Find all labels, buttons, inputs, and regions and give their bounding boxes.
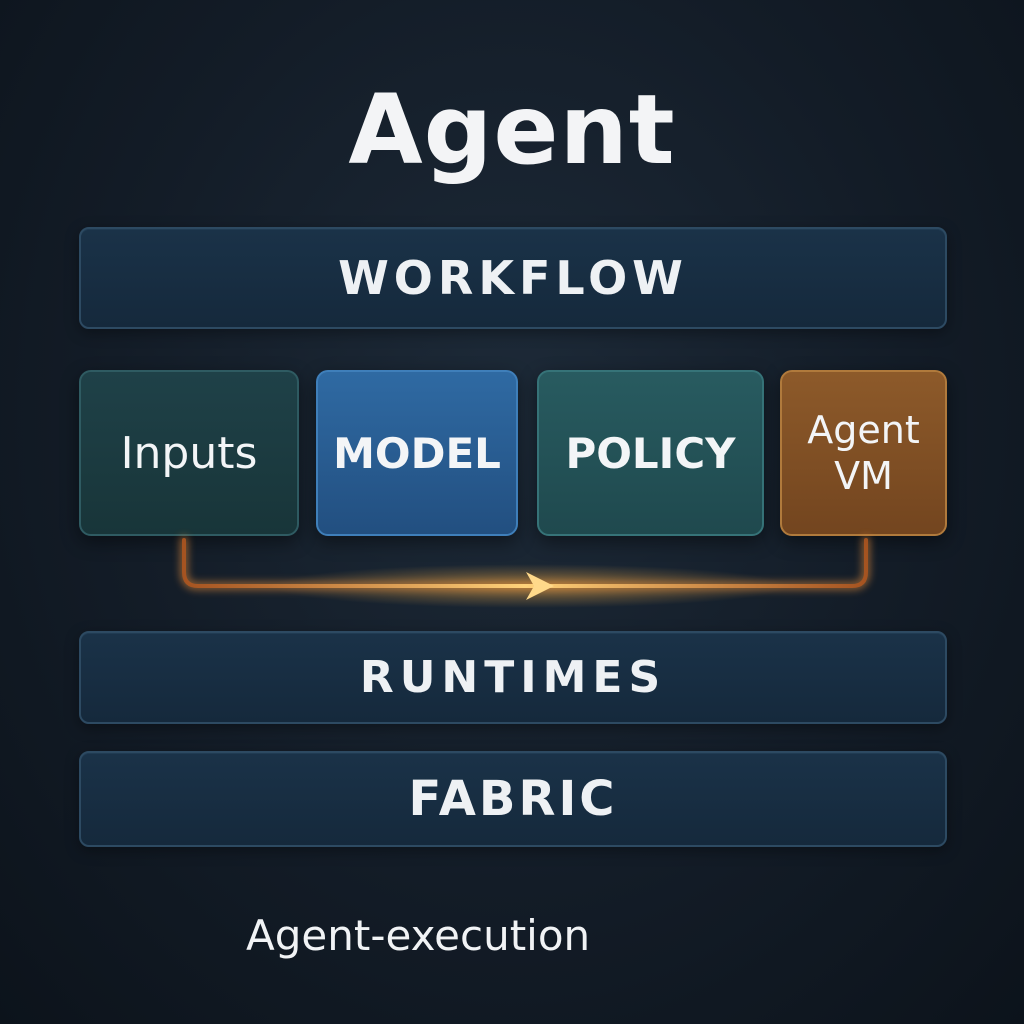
flow-arrowhead [526,572,554,600]
footer-caption: Agent-execution [246,911,591,960]
runtimes-label: RUNTIMES [359,652,667,703]
model-label: MODEL [333,428,501,478]
diagram-title: Agent [348,74,676,186]
inputs-box: Inputs [79,370,299,536]
flow-glow [270,564,790,608]
runtimes-layer: RUNTIMES [79,631,947,724]
agent-vm-box: Agent VM [780,370,947,536]
policy-label: POLICY [565,428,736,478]
model-box: MODEL [316,370,518,536]
fabric-label: FABRIC [408,771,618,827]
fabric-layer: FABRIC [79,751,947,847]
workflow-layer: WORKFLOW [79,227,947,329]
inputs-label: Inputs [120,427,258,479]
agent-vm-label-line2: VM [834,454,893,498]
policy-box: POLICY [537,370,764,536]
flow-line [182,538,868,588]
workflow-label: WORKFLOW [338,251,688,305]
agent-vm-label-line1: Agent [807,408,920,452]
